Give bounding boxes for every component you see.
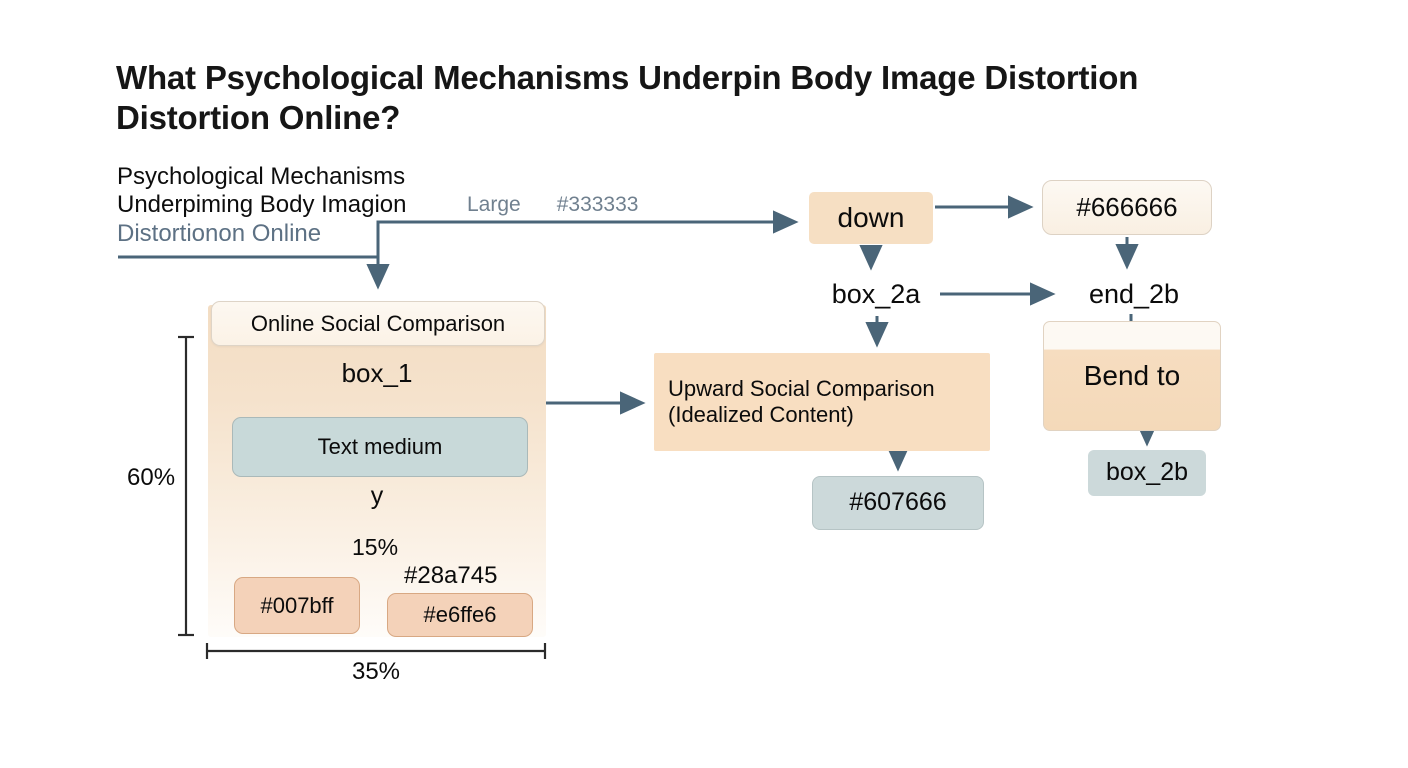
node-box-2a: box_2a: [831, 279, 921, 310]
dimension-label-vertical: 60%: [127, 464, 176, 491]
node-y-label: y: [370, 482, 384, 510]
source-subtitle-row: Distortionon Online: [117, 220, 717, 248]
node-color-666666[interactable]: #666666: [1042, 180, 1212, 235]
source-subtitle-line: Distortionon Online: [117, 219, 322, 247]
source-title-line: Psychological Mechanisms Underpiming Bod…: [117, 163, 407, 219]
node-color-e6ffe6[interactable]: #e6ffe6: [387, 593, 533, 637]
branch-15-percent-label: 15%: [352, 534, 399, 560]
source-meta-row: Large #333333: [467, 193, 638, 217]
node-box-1-label: box_1: [341, 358, 413, 388]
dimension-label-horizontal: 35%: [351, 658, 401, 685]
node-bend-to[interactable]: Bend to: [1043, 321, 1221, 431]
node-text-medium[interactable]: Text medium: [232, 417, 528, 477]
source-size-label: Large: [467, 193, 521, 216]
node-end-2b: end_2b: [1088, 279, 1180, 310]
node-upward-social-comparison[interactable]: Upward Social Comparison (Idealized Cont…: [654, 353, 990, 451]
node-color-607666[interactable]: #607666: [812, 476, 984, 530]
page-title: What Psychological Mechanisms Underpin B…: [116, 59, 1139, 137]
node-online-social-comparison[interactable]: Online Social Comparison: [211, 301, 545, 346]
node-color-28a745: #28a745: [404, 562, 498, 589]
node-down[interactable]: down: [809, 192, 933, 244]
node-box-2b[interactable]: box_2b: [1088, 450, 1206, 496]
source-label-block: Psychological Mechanisms Underpiming Bod…: [117, 163, 717, 248]
source-color-label: #333333: [556, 193, 639, 216]
node-color-007bff[interactable]: #007bff: [234, 577, 360, 634]
